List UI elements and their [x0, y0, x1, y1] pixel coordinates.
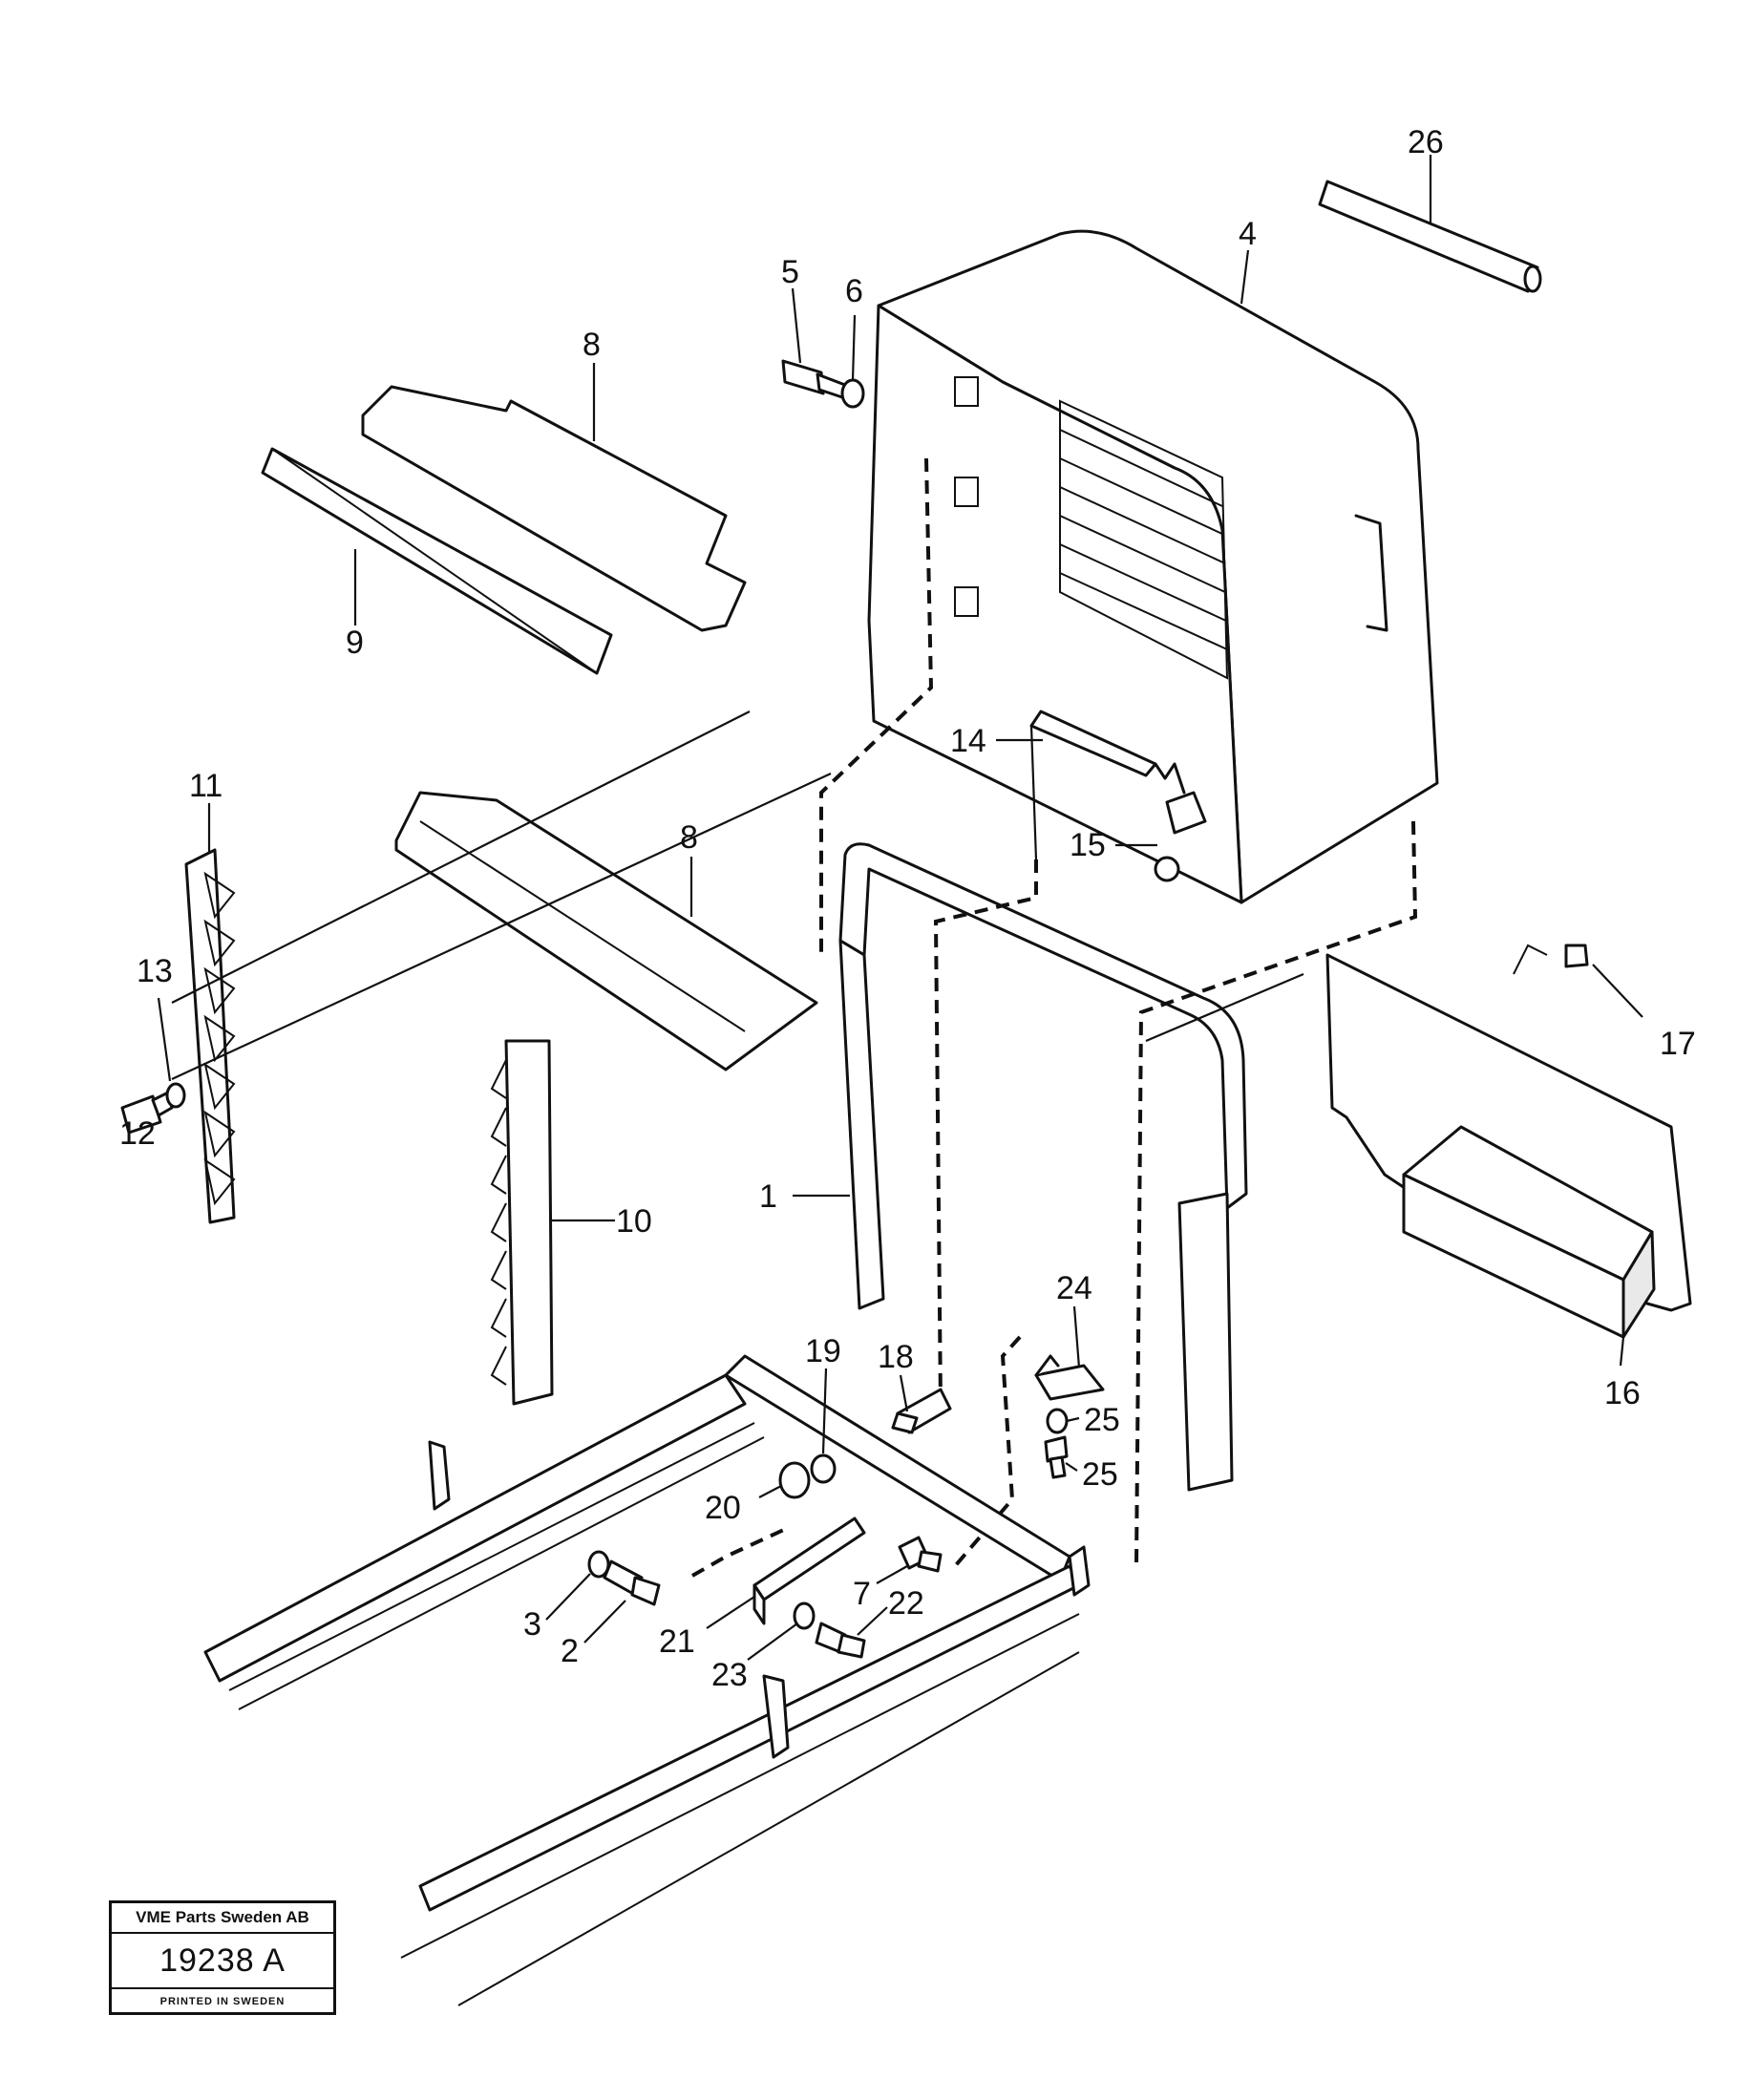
part-22-bolt — [815, 1622, 866, 1659]
part-2-bolt — [603, 1559, 661, 1606]
part-19-bushing — [810, 1453, 837, 1484]
part-8-lower-panel — [394, 791, 818, 1071]
leader-22 — [857, 1606, 888, 1636]
part-25-bolt — [1044, 1435, 1069, 1479]
leader-7 — [876, 1565, 908, 1584]
leader-base-link — [1145, 972, 1304, 1043]
leader-19 — [821, 1368, 828, 1454]
stamp-printed: PRINTED IN SWEDEN — [159, 1996, 286, 2007]
part-11-grille — [184, 848, 236, 1224]
part-16-box — [1325, 953, 1692, 1339]
part-9-strip — [261, 447, 613, 675]
part-14-cable — [1029, 710, 1186, 860]
callout-3: 3 — [523, 1606, 541, 1643]
callout-18: 18 — [878, 1339, 914, 1375]
part-26-washer — [1046, 1408, 1069, 1434]
callout-8-upper: 8 — [583, 327, 601, 363]
part-1-frame — [838, 842, 1248, 1492]
stamp-number: 19238 A — [112, 1934, 333, 1989]
callout-10: 10 — [616, 1203, 652, 1240]
leader-24 — [1072, 1305, 1081, 1368]
leader-20 — [758, 1485, 782, 1498]
part-8-upper-panel — [361, 385, 747, 632]
callout-1: 1 — [759, 1178, 777, 1215]
callout-7: 7 — [853, 1576, 871, 1612]
callout-5: 5 — [781, 254, 799, 290]
leader-21 — [706, 1596, 755, 1629]
leader-5 — [791, 287, 802, 364]
callout-16: 16 — [1604, 1375, 1641, 1411]
callout-13: 13 — [137, 953, 173, 989]
callout-9: 9 — [346, 625, 364, 661]
stamp-company: VME Parts Sweden AB — [112, 1903, 333, 1934]
part-20-bushing — [778, 1461, 811, 1499]
leader-12-8 — [171, 773, 832, 1080]
callout-21: 21 — [659, 1623, 695, 1660]
leader-6 — [851, 314, 857, 381]
callout-2: 2 — [561, 1633, 579, 1669]
part-15-latch — [1154, 791, 1207, 882]
callout-22: 22 — [888, 1585, 924, 1622]
part-24-bracket — [1034, 1354, 1105, 1401]
leader-18 — [899, 1374, 909, 1412]
callout-11: 11 — [189, 768, 223, 804]
leader-26 — [1066, 1416, 1080, 1423]
callout-6: 6 — [845, 273, 863, 309]
leader-3 — [545, 1573, 591, 1621]
leader-25 — [1065, 1462, 1078, 1472]
part-21-plate — [691, 1517, 866, 1625]
callout-19: 19 — [805, 1333, 841, 1369]
callout-4: 4 — [1239, 216, 1257, 252]
title-stamp: VME Parts Sweden AB 19238 A PRINTED IN S… — [109, 1900, 336, 2015]
part-17-clip — [1513, 944, 1589, 975]
leader-13 — [157, 997, 172, 1082]
part-6-washer — [840, 378, 865, 409]
leader-2 — [583, 1600, 626, 1644]
part-13-washer — [165, 1082, 186, 1109]
part-23-washer — [793, 1602, 816, 1630]
callout-27: 26 — [1408, 124, 1444, 160]
part-12-bolt — [120, 1091, 174, 1135]
part-5-bolt — [781, 359, 852, 401]
part-3-washer — [587, 1550, 610, 1579]
hidden-edge-lines — [819, 457, 1418, 1568]
part-4-hood — [867, 229, 1439, 904]
callout-25: 25 — [1082, 1456, 1118, 1493]
callout-17: 17 — [1660, 1026, 1696, 1062]
leader-4 — [1240, 249, 1250, 305]
callout-14: 14 — [950, 723, 986, 759]
callout-8-lower: 8 — [680, 819, 698, 856]
part-7-bolt — [898, 1536, 943, 1573]
base-frame — [203, 1354, 1091, 2006]
callout-26: 25 — [1084, 1402, 1120, 1438]
leader-23 — [747, 1623, 798, 1661]
leader-8-11 — [171, 711, 751, 1004]
part-18-bracket — [891, 1388, 952, 1434]
callout-15: 15 — [1070, 827, 1106, 863]
callout-20: 20 — [705, 1490, 741, 1526]
callout-23: 23 — [711, 1657, 748, 1693]
callout-24: 24 — [1056, 1270, 1092, 1306]
part-27-rod — [1318, 180, 1542, 293]
callout-12: 12 — [119, 1115, 156, 1152]
part-10-grille — [490, 1039, 554, 1406]
leader-16 — [1619, 1336, 1625, 1367]
leader-17 — [1592, 964, 1643, 1018]
